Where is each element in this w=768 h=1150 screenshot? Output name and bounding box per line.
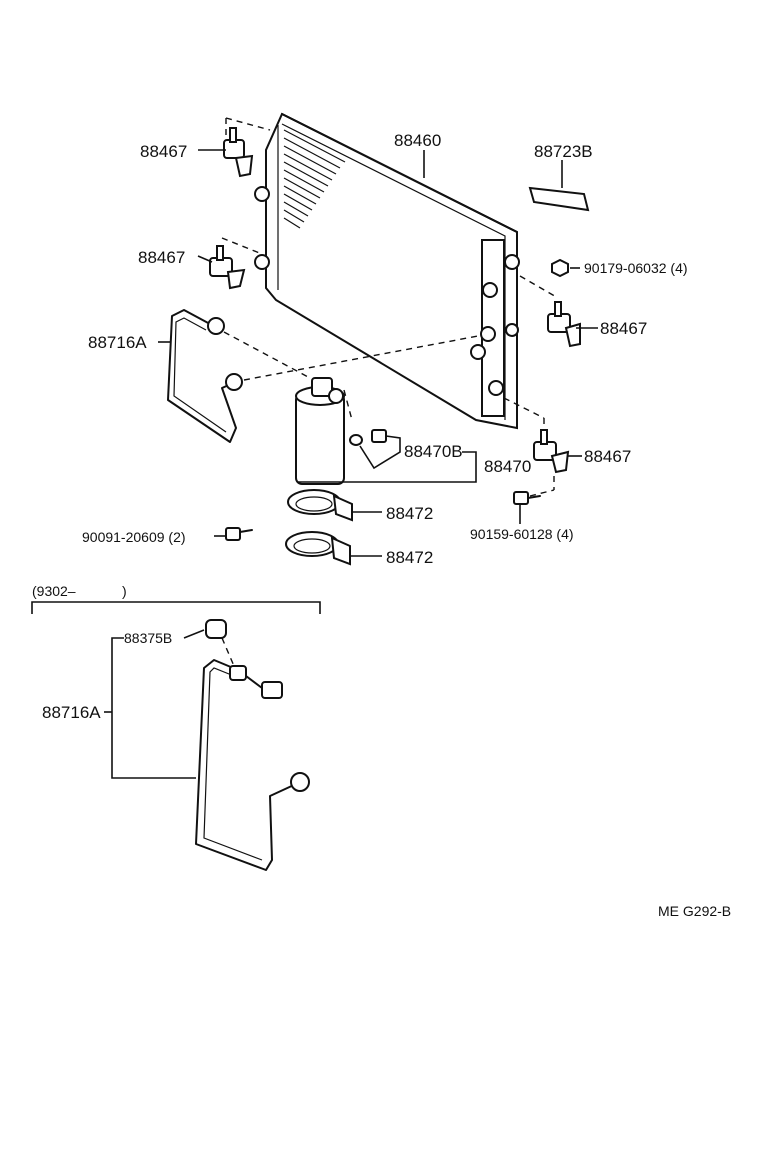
label-88375B: 88375B	[124, 630, 172, 646]
label-88470B: 88470B	[404, 442, 463, 461]
receiver-88470	[295, 377, 353, 485]
condenser-88460	[254, 112, 520, 430]
cushion-88467-c	[519, 275, 581, 348]
leader-lines-lower	[104, 629, 205, 779]
label-88467-b: 88467	[138, 248, 185, 267]
label-88470: 88470	[484, 457, 531, 476]
label-88472-b: 88472	[386, 548, 433, 567]
cap-88375B	[205, 619, 227, 639]
label-88467-d: 88467	[584, 447, 631, 466]
label-90159: 90159-60128 (4)	[470, 526, 574, 542]
bolt-90159	[513, 491, 541, 505]
label-88467-c: 88467	[600, 319, 647, 338]
pipe-88716A-upper	[167, 309, 479, 443]
bolt-90091	[225, 527, 253, 541]
label-88716A-a: 88716A	[88, 333, 147, 352]
label-88467-a: 88467	[140, 142, 187, 161]
pipe-88716A-lower	[195, 637, 310, 871]
bracket-88472-b	[285, 531, 351, 566]
nut-90179	[551, 258, 569, 278]
label-90179: 90179-06032 (4)	[584, 260, 688, 276]
label-range: (9302–	[32, 583, 76, 599]
leader-lines	[158, 149, 598, 557]
label-88723B: 88723B	[534, 142, 593, 161]
label-88472-a: 88472	[386, 504, 433, 523]
cushion-88467-b	[209, 237, 263, 290]
bracket-88472-a	[287, 489, 353, 522]
label-diagram-code: ME G292-B	[658, 903, 731, 919]
label-88723B	[528, 186, 590, 212]
label-range-close: )	[122, 583, 127, 599]
label-90091: 90091-20609 (2)	[82, 529, 186, 545]
range-bracket	[31, 601, 321, 614]
label-88460: 88460	[394, 131, 441, 150]
cushion-88467-d	[503, 397, 570, 497]
cushion-88467-a	[223, 117, 271, 178]
label-88716A-b: 88716A	[42, 703, 101, 722]
o-ring-88470B	[349, 429, 401, 470]
